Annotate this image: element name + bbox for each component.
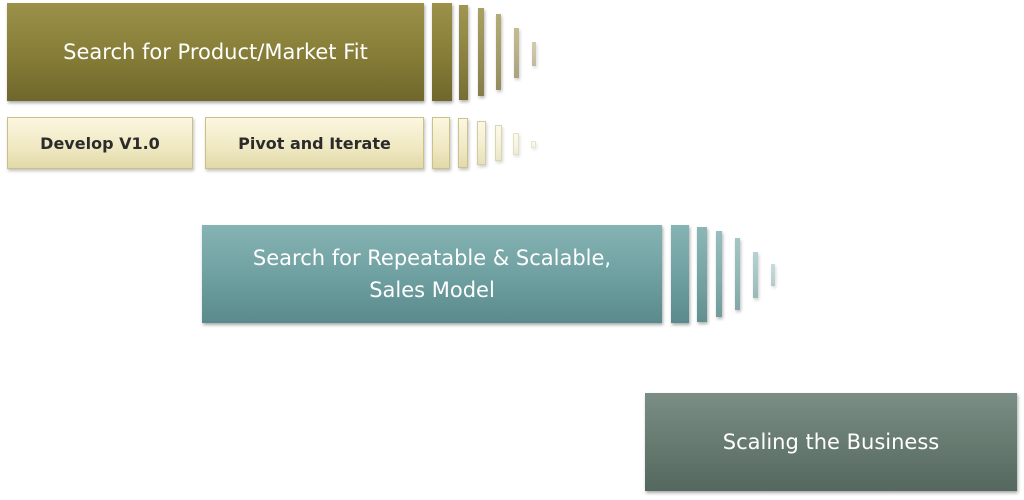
fade-strip xyxy=(514,28,519,78)
stage-pivot-label: Pivot and Iterate xyxy=(238,133,391,153)
stage-sales-model-line2: Sales Model xyxy=(369,278,495,302)
fade-strip xyxy=(753,252,758,298)
fade-strip xyxy=(496,14,501,90)
stage-scaling: Scaling the Business xyxy=(645,393,1017,491)
fade-strip xyxy=(771,264,775,286)
fade-strip xyxy=(432,117,450,169)
fade-strip xyxy=(513,133,519,155)
stage-product-market-fit-label: Search for Product/Market Fit xyxy=(63,40,368,64)
stage-scaling-label: Scaling the Business xyxy=(722,430,940,454)
fade-strip xyxy=(432,3,452,101)
fade-strip xyxy=(495,125,502,161)
fade-strip xyxy=(697,227,707,322)
stage-sales-model: Search for Repeatable & Scalable, Sales … xyxy=(202,225,662,323)
fade-strip xyxy=(458,118,468,168)
fade-strip xyxy=(459,5,468,100)
fade-strip xyxy=(716,231,722,317)
stage-product-market-fit: Search for Product/Market Fit xyxy=(7,3,424,101)
fade-strip xyxy=(477,121,486,165)
stage-sales-model-line1: Search for Repeatable & Scalable, xyxy=(252,246,612,270)
fade-strip xyxy=(531,141,536,148)
stage-pivot: Pivot and Iterate xyxy=(205,117,424,169)
fade-strip xyxy=(478,8,484,96)
fade-strip xyxy=(532,42,536,66)
fade-strip xyxy=(671,225,689,323)
fade-strip xyxy=(735,238,740,310)
stage-develop-label: Develop V1.0 xyxy=(40,133,160,153)
stage-develop: Develop V1.0 xyxy=(7,117,193,169)
